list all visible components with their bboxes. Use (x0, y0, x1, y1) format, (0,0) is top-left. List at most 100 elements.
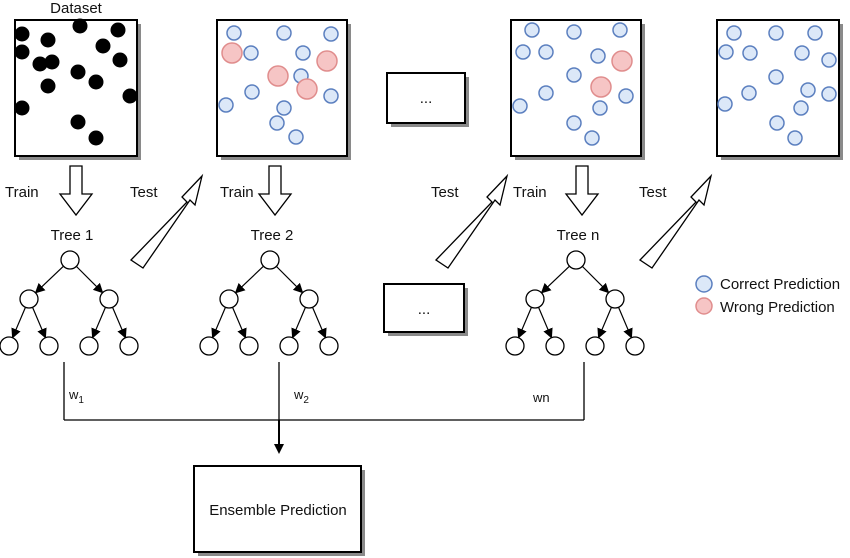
tree-edge (75, 265, 104, 294)
correct-prediction-point (226, 25, 242, 41)
correct-prediction-point (524, 22, 540, 38)
train-label-2: Train (220, 184, 254, 201)
correct-prediction-point (566, 24, 582, 40)
test-label-2: Test (431, 184, 459, 201)
dataset-point (40, 78, 56, 94)
tree-edge (537, 307, 553, 339)
dataset-point (14, 26, 30, 42)
ellipsis-bottom: ... (418, 301, 431, 318)
correct-prediction-point (821, 86, 837, 102)
ellipsis-box-bottom: ... (383, 283, 468, 336)
legend: Correct Prediction Wrong Prediction (695, 275, 840, 316)
tree-edge (234, 265, 264, 294)
wrong-prediction-point (296, 78, 318, 100)
tree-node (19, 289, 39, 309)
test-panel-1 (216, 19, 351, 160)
tree-node (119, 336, 139, 356)
tree-node (239, 336, 259, 356)
tree-edge (34, 265, 64, 294)
tree-node (299, 289, 319, 309)
test-panel-final (716, 19, 843, 160)
correct-prediction-point (768, 25, 784, 41)
dataset-panel (14, 18, 141, 160)
correct-prediction-point (821, 52, 837, 68)
tree-node (199, 336, 219, 356)
weight-wn: wn (532, 390, 550, 405)
tree-node (605, 289, 625, 309)
tree-1-label: Tree 1 (51, 227, 94, 244)
tree-node (625, 336, 645, 356)
dataset-point (88, 130, 104, 146)
correct-prediction-point (742, 45, 758, 61)
train-label-1: Train (5, 184, 39, 201)
test-arrow-n (638, 173, 713, 269)
tree-node (99, 289, 119, 309)
weight-w1: w1 (68, 387, 84, 406)
test-arrow-1 (129, 173, 204, 269)
dataset-title: Dataset (50, 0, 103, 17)
correct-prediction-point (538, 85, 554, 101)
dataset-point (40, 32, 56, 48)
correct-prediction-point (787, 130, 803, 146)
correct-prediction-point (590, 48, 606, 64)
wrong-prediction-point (221, 42, 243, 64)
ellipsis-top: ... (420, 90, 433, 107)
tree-2-label: Tree 2 (251, 227, 294, 244)
correct-prediction-point (276, 100, 292, 116)
correct-prediction-point (566, 67, 582, 83)
tree-edge (111, 307, 127, 339)
weight-connectors (63, 362, 585, 454)
correct-prediction-point (295, 45, 311, 61)
train-arrow-1 (58, 165, 94, 217)
dataset-point (44, 54, 60, 70)
correct-prediction-point (276, 25, 292, 41)
correct-prediction-point (218, 97, 234, 113)
train-label-n: Train (513, 184, 547, 201)
correct-prediction-point (592, 100, 608, 116)
correct-prediction-point (566, 115, 582, 131)
correct-prediction-point (718, 44, 734, 60)
tree-node (545, 336, 565, 356)
correct-prediction-point (243, 45, 259, 61)
correct-prediction-point (769, 115, 785, 131)
tree-node (60, 250, 80, 270)
tree-node (79, 336, 99, 356)
correct-prediction-point (538, 44, 554, 60)
dataset-point (70, 114, 86, 130)
train-arrow-2 (257, 165, 293, 217)
correct-prediction-point (800, 82, 816, 98)
tree-n-label: Tree n (557, 227, 600, 244)
legend-correct-label: Correct Prediction (720, 276, 840, 293)
correct-prediction-point (584, 130, 600, 146)
tree-edge (617, 307, 633, 339)
tree-node (39, 336, 59, 356)
tree-node (525, 289, 545, 309)
tree-node (566, 250, 586, 270)
correct-prediction-point (717, 96, 733, 112)
weight-w2: w2 (293, 387, 309, 406)
dataset-point (72, 18, 88, 34)
tree-edge (597, 307, 613, 339)
test-label-n: Test (639, 184, 667, 201)
tree-2 (199, 250, 339, 356)
wrong-prediction-point (267, 65, 289, 87)
wrong-prediction-point (611, 50, 633, 72)
legend-correct-icon (695, 275, 713, 293)
legend-wrong-icon (695, 297, 713, 315)
correct-prediction-point (269, 115, 285, 131)
dataset-point (14, 44, 30, 60)
tree-node (219, 289, 239, 309)
panel-n-predictions (512, 22, 634, 146)
correct-prediction-point (618, 88, 634, 104)
wrong-prediction-point (316, 50, 338, 72)
correct-prediction-point (244, 84, 260, 100)
correct-prediction-point (515, 44, 531, 60)
tree-node (319, 336, 339, 356)
test-arrow-2 (434, 173, 509, 269)
correct-prediction-point (768, 69, 784, 85)
legend-wrong-label: Wrong Prediction (720, 299, 835, 316)
correct-prediction-point (323, 88, 339, 104)
dataset-point (14, 100, 30, 116)
